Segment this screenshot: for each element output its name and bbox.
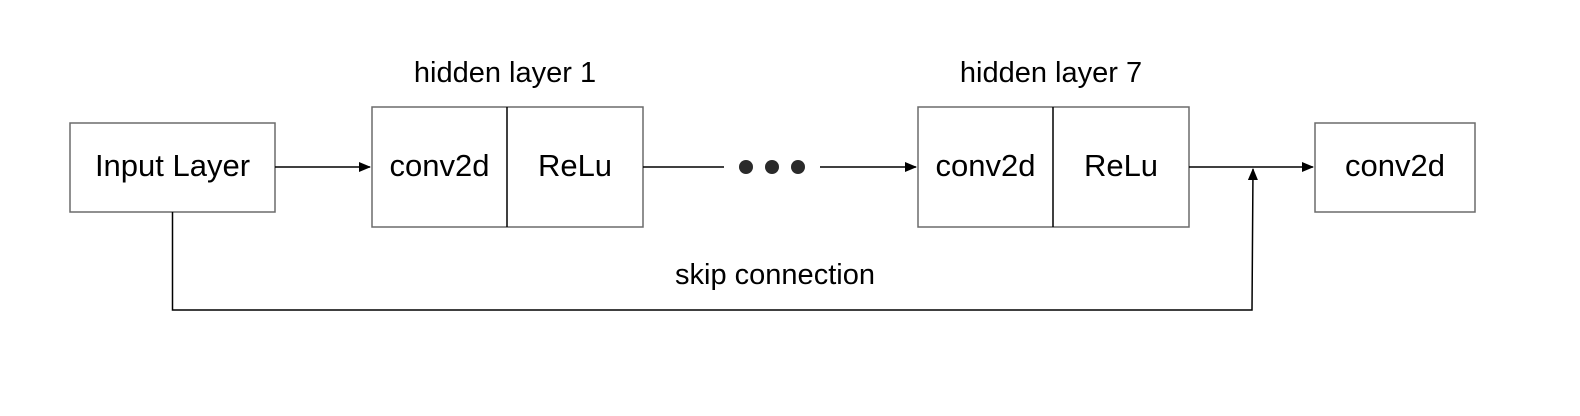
output-conv-box — [1314, 122, 1476, 213]
skip-connection-arrow — [171, 168, 1258, 311]
hidden-layer-7-relu-label: ReLu — [1084, 148, 1158, 183]
hidden-layer-1-relu-label: ReLu — [538, 148, 612, 183]
input-layer-label: Input Layer — [95, 148, 250, 183]
hidden-layer-1-node: conv2d ReLu — [371, 106, 644, 228]
input-layer-box — [69, 122, 276, 213]
hidden-layer-1-title: hidden layer 1 — [414, 57, 596, 89]
ellipsis-dot-3 — [791, 160, 805, 174]
skip-connection-label: skip connection — [675, 259, 875, 291]
input-layer-node: Input Layer — [69, 122, 276, 213]
hidden-layer-1-conv-label: conv2d — [390, 148, 490, 183]
hidden-layer-7-conv-label: conv2d — [936, 148, 1036, 183]
hidden-layer-7-node: conv2d ReLu — [917, 106, 1190, 228]
hidden-layer-7-title: hidden layer 7 — [960, 57, 1142, 89]
ellipsis-dot-2 — [765, 160, 779, 174]
output-conv-node: conv2d — [1314, 122, 1476, 213]
ellipsis-dots — [739, 160, 805, 174]
ellipsis-dot-1 — [739, 160, 753, 174]
output-conv-label: conv2d — [1345, 148, 1445, 183]
